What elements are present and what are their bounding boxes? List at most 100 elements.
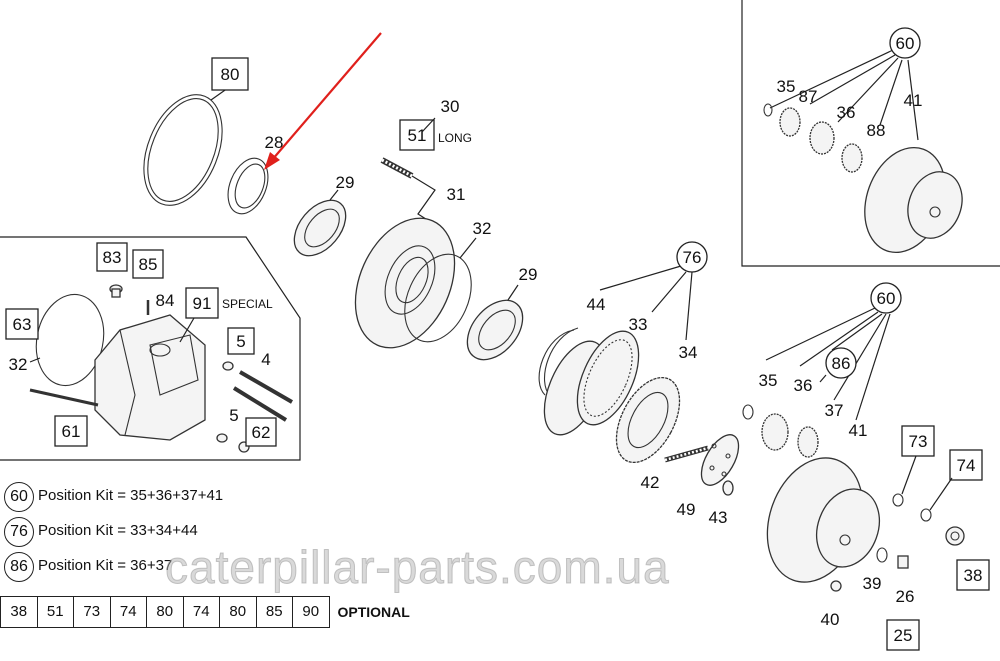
callout-box-80 [211,57,249,91]
callout-88: 88 [867,121,886,140]
part-83-plug [109,284,123,298]
callout-circle-76 [676,241,708,273]
callout-73: 73 [909,432,928,451]
callout-60-top: 60 [896,34,915,53]
left-inset-frame [0,236,301,461]
part-39-oring [876,547,888,563]
callout-38: 38 [964,566,983,585]
callout-box-73 [901,425,935,457]
callout-39: 39 [863,574,882,593]
callout-74: 74 [957,456,976,475]
callout-43: 43 [709,508,728,527]
legend-circle: 76 [4,517,34,547]
optional-cell: 73 [74,596,111,628]
callout-91: 91 [193,294,212,313]
legend-row-86: 86 Position Kit = 36+37 [0,550,300,584]
callout-26: 26 [896,587,915,606]
callout-32-inset: 32 [9,355,28,374]
callout-35: 35 [759,371,778,390]
legend-circle: 86 [4,552,34,582]
red-arrow-icon [264,32,382,170]
callout-box-85 [132,249,164,279]
callout-84: 84 [156,291,175,310]
callout-60-bottom: 60 [877,289,896,308]
callout-62: 62 [252,423,271,442]
callout-box-25 [886,619,920,651]
callout-box-62 [245,417,277,447]
callout-35-top: 35 [777,77,796,96]
optional-cell: 38 [0,596,38,628]
callout-80: 80 [221,65,240,84]
part-28-seal [227,157,269,215]
part-61-housing [94,314,206,441]
part-36-bearing [761,413,789,451]
callout-36: 36 [794,376,813,395]
callout-41-top: 41 [904,91,923,110]
optional-cell: 90 [293,596,330,628]
callout-29-upper: 29 [336,173,355,192]
legend-row-76: 76 Position Kit = 33+34+44 [0,515,300,549]
callout-box-91 [185,287,219,319]
callout-4: 4 [261,350,270,369]
part-32-oring [404,253,472,343]
part-49-plate [700,434,740,486]
callout-63: 63 [13,315,32,334]
callout-42: 42 [641,473,660,492]
callout-83: 83 [103,248,122,267]
callout-61: 61 [62,422,81,441]
part-31-hub [354,217,456,349]
part-44-snap-ring [538,329,575,396]
callout-86: 86 [832,354,851,373]
callout-30: 30 [441,97,460,116]
callout-28: 28 [265,133,284,152]
part-42-stud [664,445,709,463]
part-88-gear [841,143,863,173]
callout-40: 40 [821,610,840,629]
top-right-inset-frame [741,0,1000,267]
callout-33: 33 [629,315,648,334]
optional-cell: 51 [37,596,74,628]
part-43-nut [722,480,734,496]
callout-box-74 [949,449,983,481]
part-41-carrier-top [864,146,963,254]
part-34-gear [615,376,681,464]
callout-box-83 [96,242,128,272]
callout-34: 34 [679,343,698,362]
legend-row-60: 60 Position Kit = 35+36+37+41 [0,480,300,514]
callout-49: 49 [677,500,696,519]
label-special: SPECIAL [222,297,273,311]
part-41-carrier [766,457,880,583]
callout-32: 32 [473,219,492,238]
part-80-ring [143,94,223,206]
callout-circle-86 [825,347,857,379]
part-4-bolt [232,370,293,422]
optional-cell: 80 [220,596,257,628]
part-30-stud [380,157,414,179]
part-36-bearing-top [809,121,835,155]
callout-box-38 [956,559,990,591]
callout-5-lower: 5 [229,406,238,425]
legend-text: Position Kit = 36+37 [38,557,173,574]
optional-cell: 74 [183,596,220,628]
callout-box-61 [54,415,88,447]
part-5-washer-lower [216,433,228,443]
part-35-circlip [742,404,754,420]
optional-cell: 85 [256,596,293,628]
part-40-plug [830,580,842,592]
callout-87: 87 [799,87,818,106]
callout-5-upper: 5 [236,332,245,351]
optional-label: OPTIONAL [337,604,410,620]
optional-parts-table: 38 51 73 74 80 74 80 85 90 OPTIONAL [0,596,410,628]
label-long: LONG [438,131,472,145]
part-38-nut [945,526,965,546]
part-87-gear [779,107,801,137]
legend-text: Position Kit = 35+36+37+41 [38,487,224,504]
callout-85: 85 [139,255,158,274]
callout-41: 41 [849,421,868,440]
part-73-washer [892,493,904,507]
callout-44: 44 [587,295,606,314]
part-61-pin [29,388,99,407]
callout-circle-60-bottom [870,282,902,314]
callout-51: 51 [408,126,427,145]
